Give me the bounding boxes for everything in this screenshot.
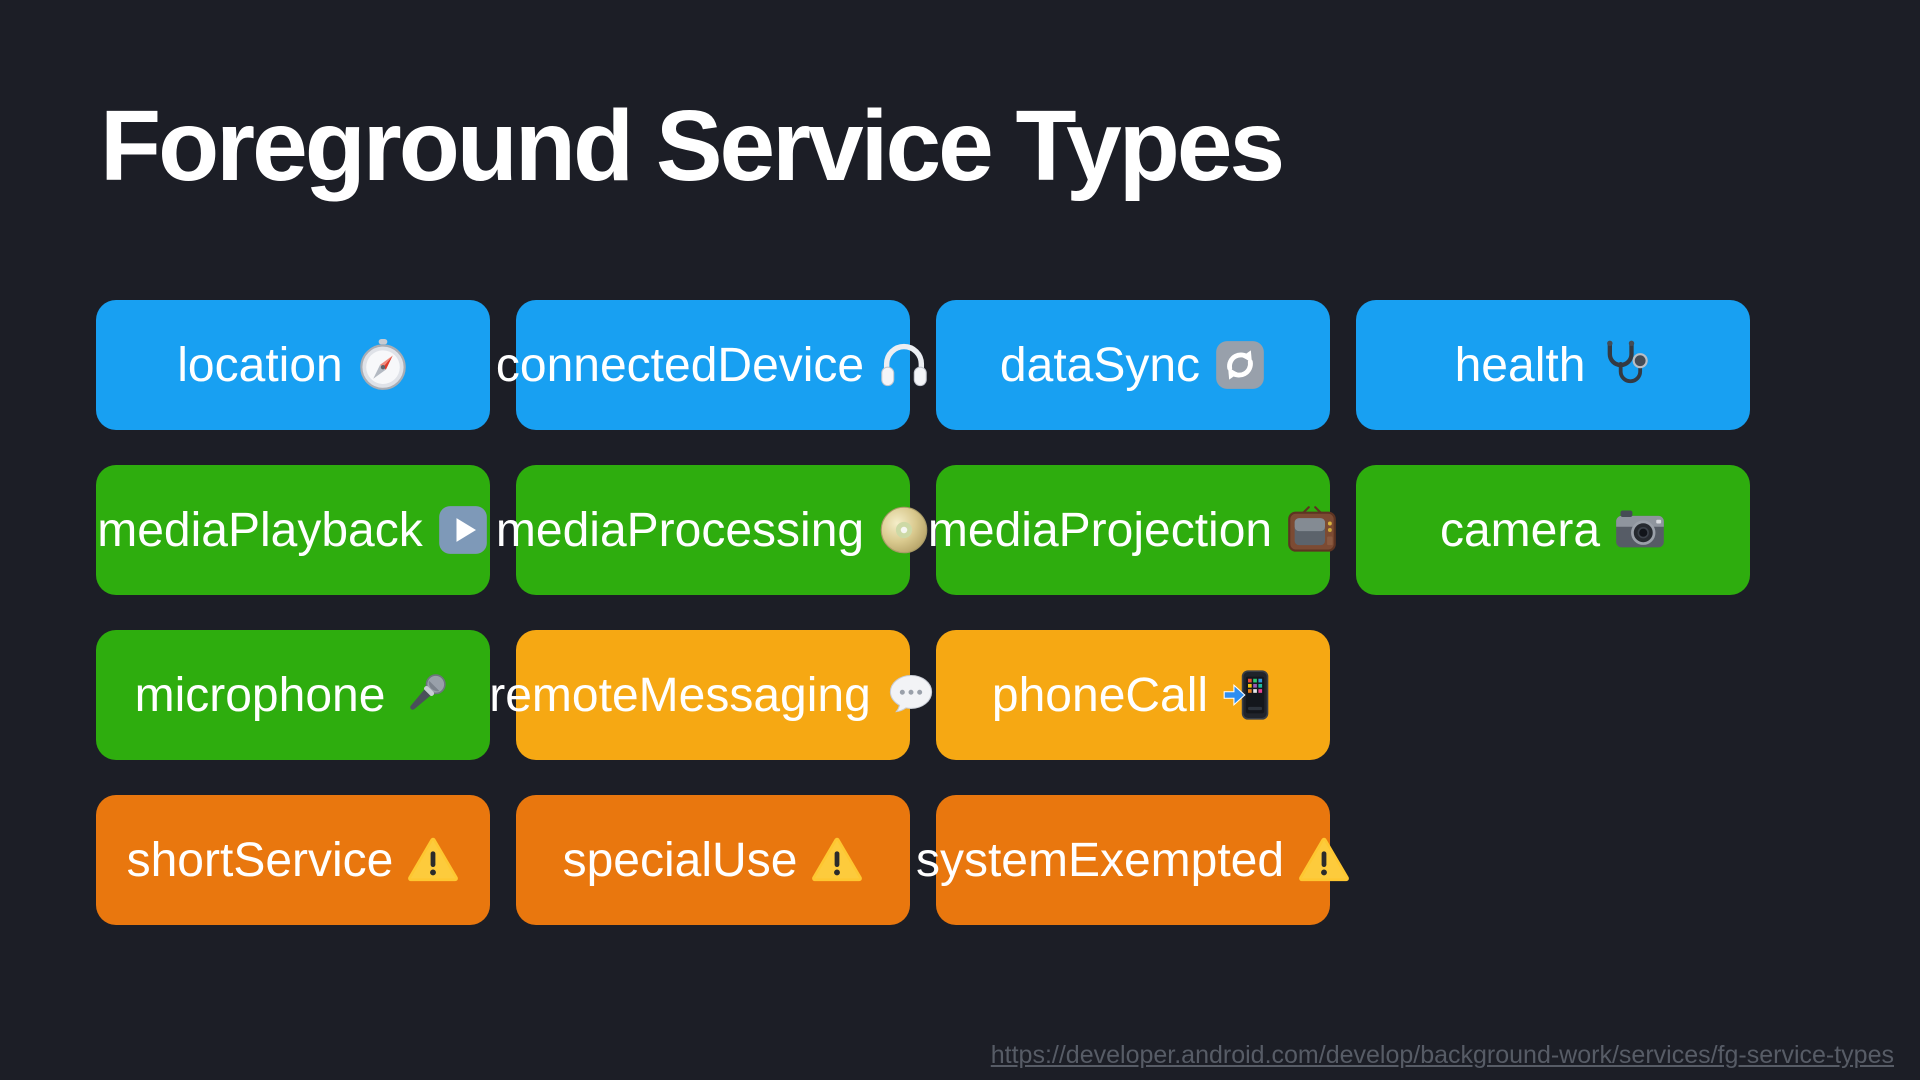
optical-disc-icon [878, 504, 930, 556]
tile-label: microphone [134, 668, 386, 722]
tile-health: health [1356, 300, 1750, 430]
tile-label: camera [1439, 503, 1601, 557]
speech-bubble-icon [885, 669, 937, 721]
tile-systemExempted: systemExempted [916, 795, 1349, 925]
stethoscope-icon [1599, 339, 1651, 391]
tile-label: dataSync [999, 338, 1201, 392]
tv-icon [1286, 504, 1338, 556]
tile-microphone: microphone [96, 630, 490, 760]
tile-label: connectedDevice [495, 338, 865, 392]
headphones-icon [878, 339, 930, 391]
tile-location: location [96, 300, 490, 430]
tile-dataSync: dataSync [936, 300, 1330, 430]
tile-label: location [177, 338, 343, 392]
tile-label: remoteMessaging [489, 668, 871, 722]
camera-icon [1614, 504, 1666, 556]
source-link[interactable]: https://developer.android.com/develop/ba… [990, 1041, 1894, 1069]
tile-label: mediaPlayback [97, 503, 423, 557]
tile-label: systemExempted [915, 833, 1285, 887]
tile-mediaPlayback: mediaPlayback [96, 465, 490, 595]
tile-remoteMessaging: remoteMessaging [489, 630, 932, 760]
phone-arrow-icon [1222, 669, 1274, 721]
tile-specialUse: specialUse [516, 795, 910, 925]
tile-label: mediaProcessing [495, 503, 865, 557]
tile-mediaProjection: mediaProjection [928, 465, 1336, 595]
warning-icon [811, 834, 863, 886]
tile-label: phoneCall [991, 668, 1209, 722]
tile-shortService: shortService [96, 795, 490, 925]
tile-connectedDevice: connectedDevice [496, 300, 927, 430]
tile-label: health [1454, 338, 1586, 392]
tile-camera: camera [1356, 465, 1750, 595]
warning-icon [407, 834, 459, 886]
microphone-icon [399, 669, 451, 721]
sync-arrows-icon [1214, 339, 1266, 391]
tile-phoneCall: phoneCall [936, 630, 1330, 760]
warning-icon [1298, 834, 1350, 886]
play-button-icon [437, 504, 489, 556]
page-title: Foreground Service Types [100, 90, 1285, 202]
tile-label: specialUse [562, 833, 798, 887]
tile-label: shortService [126, 833, 394, 887]
service-type-grid: location connectedDevice dataSync health med… [96, 300, 1750, 925]
tile-mediaProcessing: mediaProcessing [496, 465, 928, 595]
tile-label: mediaProjection [927, 503, 1273, 557]
compass-icon [357, 339, 409, 391]
